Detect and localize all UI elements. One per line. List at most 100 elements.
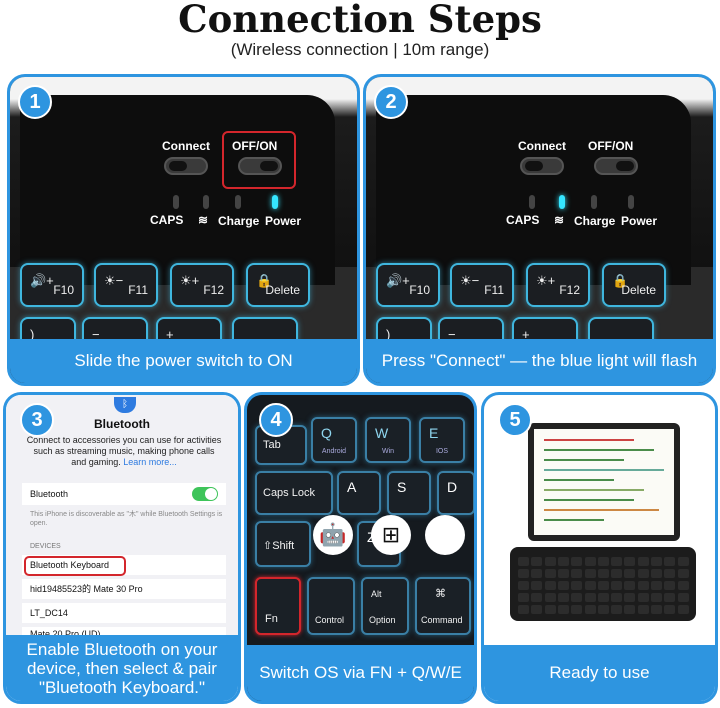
key-d: D	[437, 471, 474, 515]
mini-key	[637, 581, 649, 590]
mini-key	[557, 557, 569, 566]
key-f11: ☀− F11	[94, 263, 158, 307]
mini-key	[557, 593, 569, 602]
page-subtitle: (Wireless connection | 10m range)	[230, 40, 490, 59]
key-f10: 🔊+ F10	[376, 263, 440, 307]
brightness-up-icon: ☀+	[180, 273, 200, 288]
mini-key	[637, 557, 649, 566]
bt-led	[559, 195, 565, 209]
mini-key	[584, 605, 596, 614]
charge-led	[235, 195, 241, 209]
charge-label: Charge	[574, 214, 616, 228]
step-2-panel: 2 Connect OFF/ON CAPS ≋ Charge Power 🔊+ …	[363, 74, 716, 386]
mini-key	[611, 581, 623, 590]
mini-key	[531, 569, 543, 578]
mini-key	[611, 593, 623, 602]
step-3-panel: 3 ᛒ Bluetooth Connect to accessories you…	[3, 392, 241, 704]
mini-key	[651, 581, 662, 590]
mini-key	[518, 557, 529, 566]
bluetooth-title: Bluetooth	[94, 417, 150, 431]
windows-icon: ⊞	[371, 515, 411, 555]
device-item[interactable]: hid19485523的 Mate 30 Pro	[22, 579, 226, 599]
mini-key	[531, 605, 543, 614]
key-fn: Fn	[255, 577, 301, 635]
off-on-label: OFF/ON	[588, 139, 634, 153]
mini-key	[571, 557, 583, 566]
mini-key	[544, 557, 556, 566]
power-label: Power	[621, 214, 658, 228]
mini-key	[531, 557, 543, 566]
power-label: Power	[265, 214, 302, 228]
selected-device-highlight	[24, 556, 126, 576]
key-f12: ☀+ F12	[170, 263, 234, 307]
connect-label: Connect	[518, 139, 566, 153]
device-item[interactable]: LT_DC14	[22, 603, 226, 623]
phone-settings-screen	[6, 395, 238, 641]
mini-key	[584, 593, 596, 602]
mini-key	[544, 569, 556, 578]
mini-key	[544, 605, 556, 614]
mini-key	[664, 605, 676, 614]
bluetooth-icon: ᛒ	[114, 397, 136, 413]
page-title: Connection Steps	[178, 0, 542, 41]
lock-icon: 🔒	[612, 273, 629, 288]
mini-key	[637, 569, 649, 578]
brightness-down-icon: ☀−	[460, 273, 480, 288]
key-shift: ⇧Shift	[255, 521, 311, 567]
mini-key	[518, 593, 529, 602]
mini-key	[557, 605, 569, 614]
bluetooth-icon: ≋	[554, 213, 565, 227]
bluetooth-toggle[interactable]	[192, 487, 218, 501]
caps-label: CAPS	[150, 213, 184, 227]
mini-key	[611, 557, 623, 566]
mini-key	[611, 569, 623, 578]
mini-key	[677, 557, 689, 566]
key-q-android: Q Android	[311, 417, 357, 463]
mini-key	[531, 581, 543, 590]
mini-key	[557, 569, 569, 578]
key-f11: ☀− F11	[450, 263, 514, 307]
mini-key	[664, 557, 676, 566]
step-number-badge: 5	[498, 403, 532, 437]
bt-led	[203, 195, 209, 209]
mini-key	[677, 605, 689, 614]
step-number-badge: 1	[18, 85, 52, 119]
learn-more-link[interactable]: Learn more...	[123, 457, 177, 467]
key-control: Control	[307, 577, 355, 635]
mini-key	[518, 569, 529, 578]
mini-key	[597, 581, 609, 590]
mini-key	[677, 581, 689, 590]
mini-key	[611, 605, 623, 614]
step-5-panel: 5 Ready to use	[481, 392, 718, 704]
key-w-windows: W Win	[365, 417, 411, 463]
devices-header: DEVICES	[30, 543, 61, 550]
bluetooth-icon: ≋	[198, 213, 209, 227]
apple-icon	[425, 515, 465, 555]
connect-label: Connect	[162, 139, 210, 153]
bluetooth-row: Bluetooth	[22, 483, 226, 505]
lock-icon: 🔒	[256, 273, 273, 288]
mini-key	[624, 557, 636, 566]
step-1-panel: 1 Connect OFF/ON CAPS ≋ Charge Power 🔊+ …	[7, 74, 360, 386]
charge-led	[591, 195, 597, 209]
key-option: Alt Option	[361, 577, 409, 635]
charge-label: Charge	[218, 214, 260, 228]
connect-switch	[520, 157, 564, 175]
mini-key	[544, 593, 556, 602]
mini-key	[624, 581, 636, 590]
mini-key	[531, 593, 543, 602]
mini-key	[624, 569, 636, 578]
key-delete: 🔒 Delete	[246, 263, 310, 307]
keyboard-body	[20, 95, 335, 285]
power-switch	[238, 157, 282, 175]
power-switch	[594, 157, 638, 175]
power-led	[628, 195, 634, 209]
mini-key	[584, 557, 596, 566]
key-caps-lock: Caps Lock	[255, 471, 333, 515]
mini-key	[571, 569, 583, 578]
android-icon: 🤖	[313, 515, 353, 555]
mini-key	[651, 557, 662, 566]
mini-key	[571, 605, 583, 614]
power-switch-highlight	[222, 131, 296, 189]
mini-key	[518, 581, 529, 590]
